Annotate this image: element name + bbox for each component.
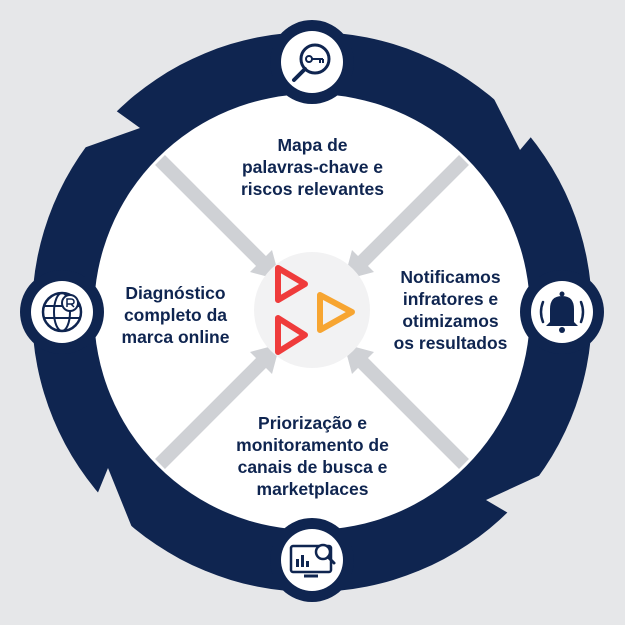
quadrant-dividers bbox=[155, 155, 469, 469]
ring-notch-top-left bbox=[78, 105, 140, 150]
ring-notch-top-right bbox=[492, 95, 547, 150]
center-disk bbox=[254, 252, 370, 368]
globe-registered-icon bbox=[20, 270, 104, 354]
key-search-icon bbox=[270, 20, 354, 104]
play-arrows-logo bbox=[275, 265, 355, 355]
step-label-monitoring: Priorização e monitoramento de canais de… bbox=[236, 413, 389, 499]
step-label-keyword-map: Mapa de palavras-chave e riscos relevant… bbox=[240, 135, 384, 199]
ring-notch-bottom-left bbox=[90, 468, 133, 530]
step-label-notify: Notificamos infratores e otimizamos os r… bbox=[393, 267, 508, 353]
step-label-diagnostic: Diagnóstico completo da marca online bbox=[121, 283, 230, 347]
ring-notch-bottom-right bbox=[486, 472, 547, 520]
monitor-search-icon bbox=[270, 518, 354, 602]
alarm-bell-icon bbox=[520, 270, 604, 354]
